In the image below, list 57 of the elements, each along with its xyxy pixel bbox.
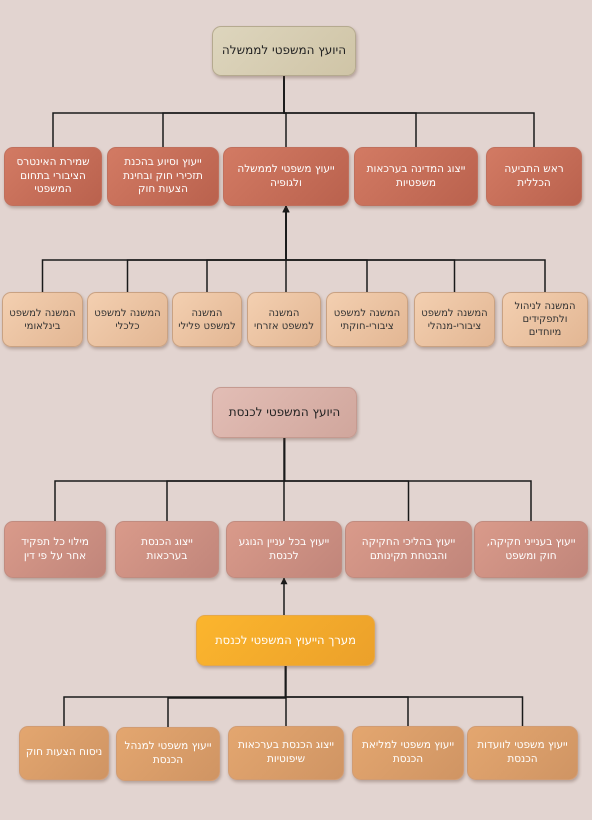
- org-box: [87, 292, 168, 347]
- box-label: המשנה למשפט פלילי: [178, 306, 236, 332]
- connector-line: [280, 577, 288, 615]
- box-label: ייעוץ וסיוע בהכנת תזכירי חוק ובחינת הצעות חוק: [122, 156, 204, 197]
- connector-line: [283, 438, 285, 521]
- box-label: היועץ המשפטי לכנסת: [228, 404, 340, 420]
- org-box: [107, 147, 219, 206]
- org-box: [19, 726, 109, 780]
- org-box: [467, 726, 578, 780]
- connector-line: [52, 76, 285, 147]
- box-label: שמירת האינטרס הציבורי בתחום המשפטי: [15, 156, 91, 197]
- box-label: מערך הייעוץ המשפטי לכנסת: [215, 633, 356, 648]
- box-label: ייעוץ בענייני חקיקה, חוק ומשפט: [486, 536, 576, 564]
- connector-line: [42, 205, 290, 292]
- org-box: [4, 521, 106, 578]
- box-label: ייצוג הכנסת בערכאות שיפוטיות: [236, 739, 336, 767]
- org-box: [326, 292, 408, 347]
- org-box: [352, 726, 464, 780]
- org-box: [223, 147, 349, 206]
- org-box: [116, 727, 220, 781]
- org-box: [354, 147, 478, 206]
- box-label: ייצוג הכנסת בערכאות: [140, 536, 194, 564]
- box-label: המשנה למשפט ציבורי-מנהלי: [420, 306, 489, 332]
- org-box: [474, 521, 588, 578]
- box-label: ניסוח הצעות חוק: [26, 746, 102, 760]
- box-label: היועץ המשפטי לממשלה: [222, 43, 346, 59]
- box-label: המשנה למשפט בינלאומי: [8, 306, 77, 332]
- box-label: המשנה למשפט אזרחי: [253, 306, 315, 332]
- org-box: [196, 615, 375, 666]
- box-label: ייעוץ משפטי לוועדות הכנסת: [476, 739, 569, 767]
- org-box: [4, 147, 102, 206]
- box-label: ייעוץ משפטי למליאת הכנסת: [360, 739, 456, 767]
- box-label: המשנה למשפט כלכלי: [93, 306, 162, 332]
- box-label: המשנה למשפט ציבורי-חוקתי: [332, 306, 402, 332]
- box-label: ייעוץ בהליכי החקיקה והבטחת תקינותם: [360, 536, 456, 564]
- org-box: [2, 292, 83, 347]
- org-box: [414, 292, 495, 347]
- org-box: [212, 26, 356, 76]
- org-box: [115, 521, 219, 578]
- org-box: [502, 292, 588, 347]
- box-label: המשנה לניהול ולתפקידים מיוחדים: [514, 300, 576, 339]
- connector-line: [63, 666, 286, 726]
- box-label: ראש התביעה הכללית: [503, 162, 565, 190]
- org-box: [172, 292, 242, 347]
- org-box: [212, 387, 357, 438]
- org-box: [247, 292, 321, 347]
- connector-line: [285, 666, 287, 726]
- org-box: [226, 521, 342, 578]
- box-label: ייעוץ בכל עניין הנוגע לכנסת: [238, 536, 330, 564]
- box-label: מילוי כל תפקיד אחר על פי דין: [20, 536, 90, 564]
- box-label: ייעוץ משפטי לממשלה ולגופיה: [236, 162, 336, 190]
- box-label: ייצוג המדינה בערכאות משפטיות: [366, 162, 466, 190]
- org-box: [345, 521, 472, 578]
- connector-line: [54, 438, 286, 521]
- org-box: [486, 147, 582, 206]
- org-box: [228, 726, 344, 780]
- box-label: ייעוץ משפטי למנהל הכנסת: [124, 740, 212, 768]
